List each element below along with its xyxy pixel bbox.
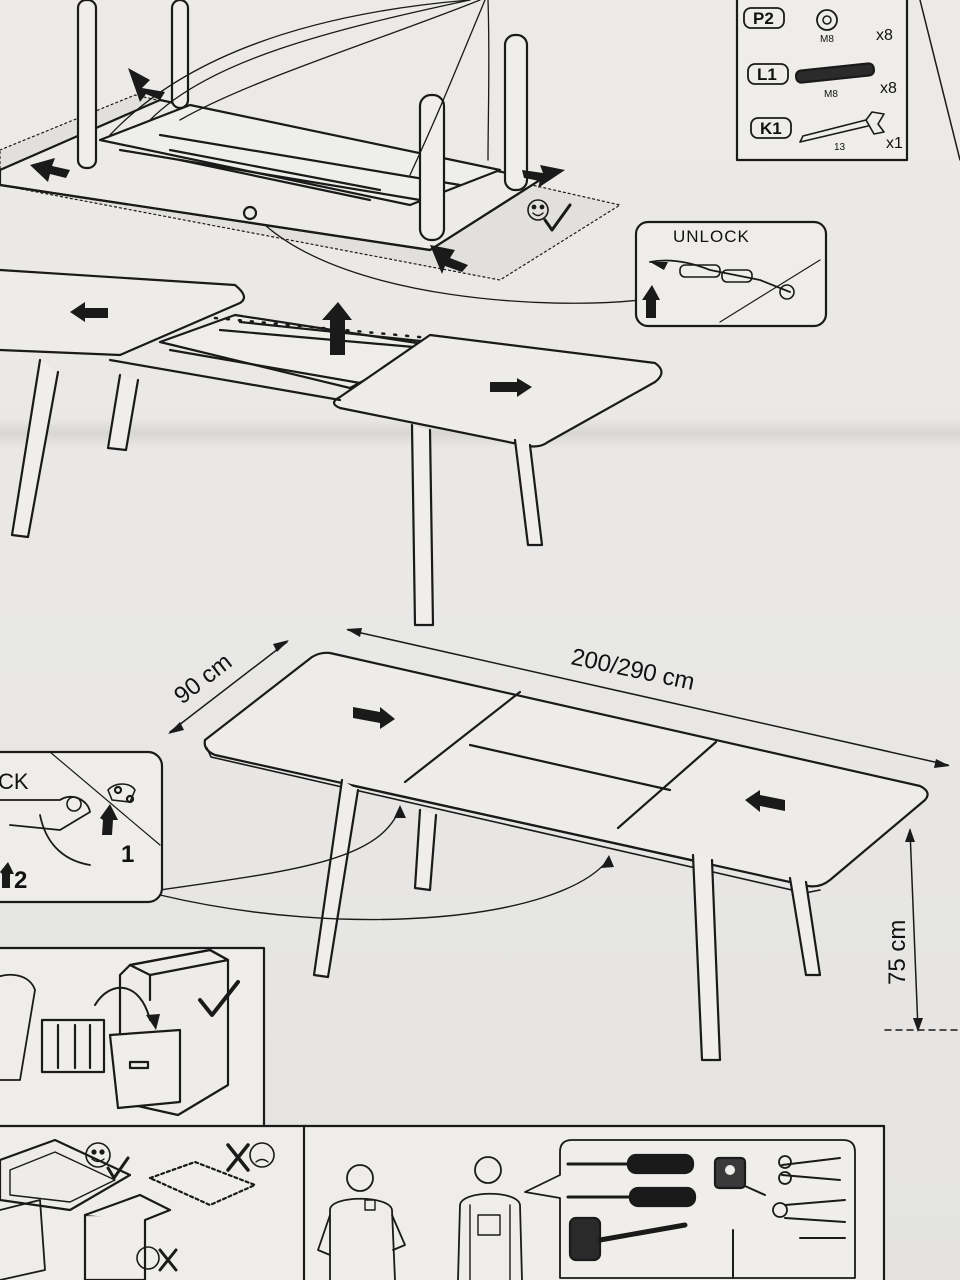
part-size-k1: 13 (834, 142, 846, 153)
floor-protection-panel (0, 1124, 308, 1280)
direction-arrows-table (353, 707, 785, 812)
part-qty-p2: x8 (876, 27, 893, 44)
direction-arrows-top (30, 68, 565, 274)
storage-instruction-panel (0, 946, 266, 1130)
approve-smiley-icon (527, 199, 572, 232)
part-size-p2: M8 (820, 34, 834, 45)
lock-label: CK (0, 769, 29, 794)
part-code-l1: L1 (757, 65, 777, 84)
direction-arrows-middle (70, 302, 532, 397)
part-code-k1: K1 (760, 119, 782, 138)
parts-list (735, 0, 960, 162)
upside-down-table-illustration (0, 0, 641, 304)
tools-and-people-panel (302, 1124, 886, 1280)
parts-list-text: P2 M8 x8 L1 M8 x8 K1 13 x1 (753, 9, 903, 153)
dimensioned-table-illustration (159, 651, 929, 1062)
unlock-panel (634, 220, 828, 328)
lock-panel (0, 750, 164, 904)
lock-step-2: 2 (14, 867, 27, 894)
height-dimension-label: 75 cm (884, 920, 911, 985)
lock-step-1: 1 (121, 841, 134, 868)
part-size-l1: M8 (824, 89, 838, 100)
part-qty-l1: x8 (880, 80, 897, 97)
dimension-lines (168, 628, 960, 1032)
unlock-label: UNLOCK (673, 227, 750, 246)
width-dimension-label: 90 cm (169, 648, 237, 710)
length-dimension-label: 200/290 cm (569, 643, 697, 695)
part-qty-k1: x1 (886, 135, 903, 152)
part-code-p2: P2 (753, 9, 774, 28)
